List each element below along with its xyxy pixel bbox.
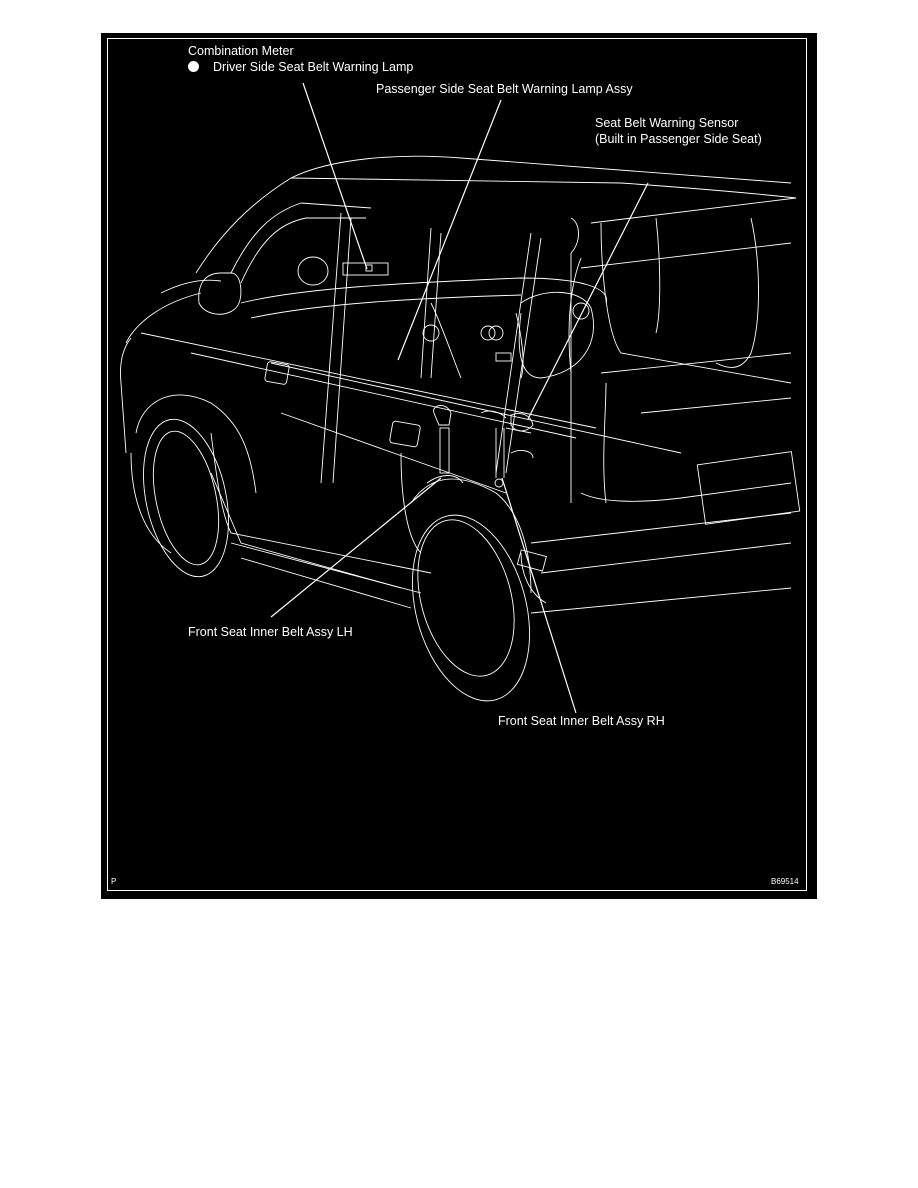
label-driver-lamp-text: Driver Side Seat Belt Warning Lamp <box>213 60 414 74</box>
label-driver-lamp: Driver Side Seat Belt Warning Lamp <box>188 60 413 75</box>
label-sensor-line2: (Built in Passenger Side Seat) <box>595 132 762 146</box>
corner-mark-p: P <box>111 877 117 886</box>
figure-code: B69514 <box>771 877 799 886</box>
diagram-border <box>107 38 807 891</box>
diagram-frame: Combination Meter Driver Side Seat Belt … <box>101 33 817 899</box>
label-combination-meter: Combination Meter <box>188 44 294 58</box>
label-sensor-line1: Seat Belt Warning Sensor <box>595 116 739 130</box>
vehicle-illustration <box>120 82 801 714</box>
label-belt-lh: Front Seat Inner Belt Assy LH <box>188 625 353 639</box>
label-belt-rh: Front Seat Inner Belt Assy RH <box>498 714 665 728</box>
label-passenger-lamp: Passenger Side Seat Belt Warning Lamp As… <box>376 82 633 96</box>
bullet-dot-icon <box>188 61 199 72</box>
